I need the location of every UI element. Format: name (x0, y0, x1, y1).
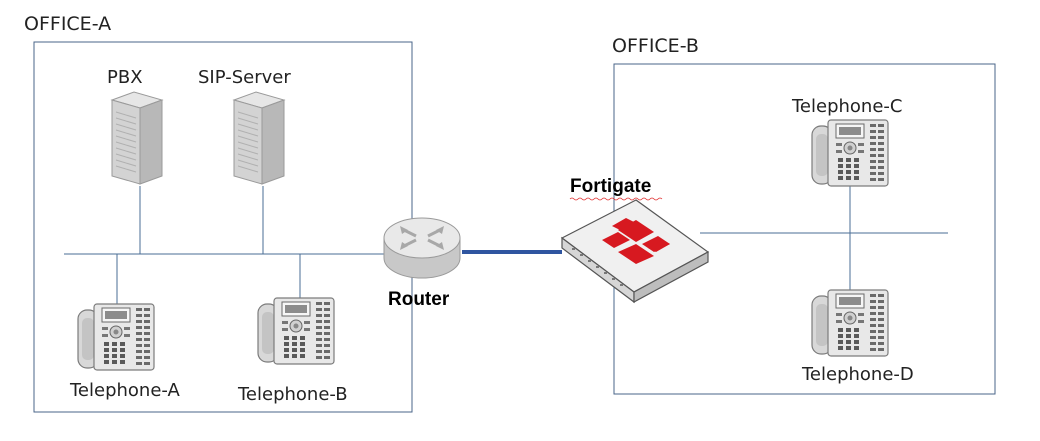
sip-server-icon (233, 91, 285, 185)
pbx-server-icon (111, 91, 163, 185)
telephone-b-icon (257, 297, 335, 365)
office-a-label: OFFICE-A (24, 13, 111, 35)
fortinet-logo (602, 218, 670, 264)
router-label: Router (388, 289, 450, 310)
telephone-b-label: Telephone-B (237, 384, 348, 405)
telephone-c-label: Telephone-C (791, 96, 902, 117)
pbx-label: PBX (107, 67, 143, 88)
telephone-a-icon (77, 303, 155, 371)
sip-server-label: SIP-Server (198, 67, 291, 88)
router-icon (383, 217, 461, 279)
fortigate-appliance-icon (560, 199, 710, 304)
spellcheck-underline (569, 197, 663, 201)
telephone-d-label: Telephone-D (801, 364, 914, 385)
office-b-label: OFFICE-B (612, 35, 699, 57)
telephone-a-label: Telephone-A (69, 380, 181, 401)
fortigate-label: Fortigate (570, 176, 651, 197)
telephone-c-icon (811, 119, 889, 187)
telephone-d-icon (811, 289, 889, 357)
